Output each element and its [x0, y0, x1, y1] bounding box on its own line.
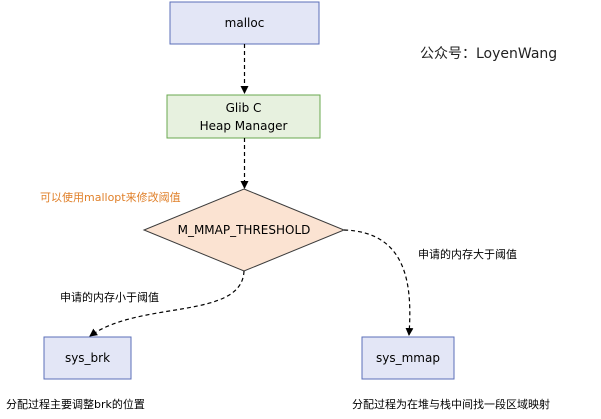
sys-brk-label: sys_brk [65, 351, 110, 365]
brk-description: 分配过程主要调整brk的位置 [6, 397, 145, 411]
threshold-label: M_MMAP_THRESHOLD [178, 223, 311, 237]
sys-brk-node: sys_brk [43, 336, 132, 380]
sys-mmap-label: sys_mmap [376, 351, 440, 365]
large-request-label: 申请的内存大于阈值 [418, 247, 517, 261]
glibc-label-line2: Heap Manager [200, 119, 288, 133]
sys-mmap-node: sys_mmap [361, 336, 455, 380]
mmap-description: 分配过程为在堆与栈中间找一段区域映射 [352, 397, 550, 411]
malloc-box [169, 1, 320, 45]
malloc-label: malloc [225, 16, 265, 30]
arrow-threshold-to-brk [89, 270, 245, 337]
sys-mmap-box [361, 336, 455, 380]
glibc-box [166, 94, 321, 139]
sys-brk-box [43, 336, 132, 380]
glibc-label-line1: Glib C [226, 101, 262, 115]
arrow-threshold-to-mmap [343, 229, 414, 336]
glibc-node: Glib C Heap Manager [166, 94, 321, 139]
small-request-label: 申请的内存小于阈值 [60, 290, 159, 304]
watermark-label: 公众号：LoyenWang [420, 46, 557, 62]
mallopt-note: 可以使用mallopt来修改阈值 [40, 190, 181, 204]
threshold-decision: M_MMAP_THRESHOLD [142, 188, 346, 272]
malloc-node: malloc [169, 1, 320, 45]
